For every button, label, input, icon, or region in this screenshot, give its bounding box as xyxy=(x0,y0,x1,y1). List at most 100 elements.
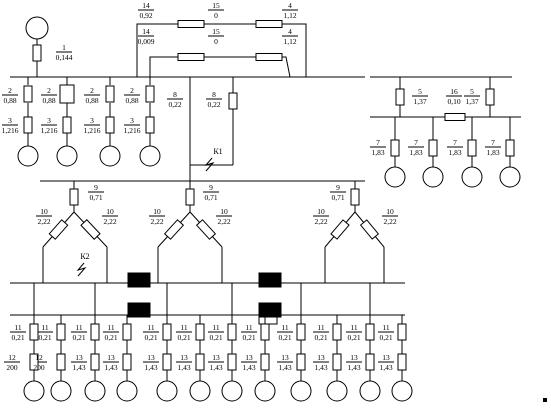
label-8-left-value: 0,22 xyxy=(168,100,181,109)
motor-feeder-9-label-13-value: 1,43 xyxy=(278,363,291,372)
motor-feeder-7-reactor-11 xyxy=(227,323,237,341)
label-15-lower-value: 0 xyxy=(214,37,218,46)
sectional-reactor-16 xyxy=(444,113,466,121)
transformer-9-3 xyxy=(350,188,360,206)
motor-feeder-8-label-11-value: 0,21 xyxy=(242,333,255,342)
motor-feeder-12-label-11-value: 0,21 xyxy=(379,333,392,342)
load-branch-2-label-2-number: 2 xyxy=(47,86,51,95)
right-motor-3-label-7-value: 1,83 xyxy=(448,148,461,157)
split-transformer-3-label-left-value: 2,22 xyxy=(314,217,327,226)
motor-feeder-11-label-13-value: 1,43 xyxy=(347,363,360,372)
label-14-upper-value: 0,92 xyxy=(139,11,152,20)
motor-feeder-12-label-11-number: 11 xyxy=(382,323,389,332)
load-branch-1-label-2-value: 0,88 xyxy=(3,96,16,105)
motor-feeder-2-label-12-number: 12 xyxy=(35,353,43,362)
load-branch-2-motor xyxy=(56,145,78,167)
split-transformer-1-label-right-number: 10 xyxy=(106,207,114,216)
label-4-lower-number: 4 xyxy=(288,27,292,36)
motor-feeder-4-motor-resistance xyxy=(122,353,132,371)
motor-feeder-2-label-12-value: 200 xyxy=(33,363,45,372)
label-5-right-value: 1,37 xyxy=(465,97,478,106)
label-4-lower-value: 1,12 xyxy=(283,37,296,46)
load-branch-4-label-2-value: 0,88 xyxy=(125,96,138,105)
load-branch-1-motor xyxy=(17,145,39,167)
right-motor-3 xyxy=(461,166,483,188)
parameter-labels: 140,9215041,12140,00915041,1210,14420,88… xyxy=(2,1,500,372)
label-5-left-number: 5 xyxy=(418,87,422,96)
generator-1-resistance xyxy=(32,44,42,62)
split-transformer-2-winding-left-lead xyxy=(180,211,191,223)
split-transformer-2-winding-left xyxy=(163,219,185,240)
generator-1-symbol xyxy=(25,16,49,40)
motor-feeder-3-motor xyxy=(84,380,106,402)
right-transformer-5a xyxy=(395,88,405,106)
label-9-1-number: 9 xyxy=(94,183,98,192)
label-15-upper-number: 15 xyxy=(212,1,220,10)
right-motor-4-label-7-number: 7 xyxy=(491,138,495,147)
tie-line-upper xyxy=(136,23,307,77)
motor-feeder-9-label-11-number: 11 xyxy=(281,323,288,332)
fault-k2-arrow xyxy=(76,262,87,277)
right-motor-4-resistance xyxy=(505,139,515,157)
motor-feeder-5-motor xyxy=(156,380,178,402)
tie-resistor-15-lower xyxy=(177,53,205,61)
label-4-upper-value: 1,12 xyxy=(283,11,296,20)
split-transformer-3-winding-left xyxy=(330,219,350,240)
motor-feeder-6-label-11-number: 11 xyxy=(180,323,187,332)
label-8-right-number: 8 xyxy=(212,90,216,99)
motor-feeder-10-label-11-number: 11 xyxy=(317,323,324,332)
split-transformer-2-label-right-value: 2,22 xyxy=(217,217,230,226)
motor-feeder-8-label-13-value: 1,43 xyxy=(242,363,255,372)
motor-feeder-12-motor-resistance xyxy=(397,353,407,371)
split-transformer-2-label-left-number: 10 xyxy=(153,207,161,216)
motor-feeder-7-label-11-value: 0,21 xyxy=(209,333,222,342)
split-transformer-3-winding-right-lead xyxy=(374,236,385,248)
motor-feeder-5-label-11-value: 0,21 xyxy=(144,333,157,342)
motor-feeder-12-label-13-number: 13 xyxy=(382,353,390,362)
motor-feeder-9-label-13-number: 13 xyxy=(281,353,289,362)
label-14-upper-number: 14 xyxy=(142,1,150,10)
load-branch-4-motor xyxy=(139,145,161,167)
motor-feeder-4-label-11-number: 11 xyxy=(107,323,114,332)
tie-resistor-4-upper xyxy=(255,20,283,28)
motor-feeder-6-motor-resistance xyxy=(195,353,205,371)
split-transformer-3-winding-right-lead xyxy=(354,211,365,223)
motor-feeder-8-reactor-11 xyxy=(260,323,270,341)
motor-feeder-1-reactor-11 xyxy=(29,323,39,341)
motor-feeder-11-motor-resistance xyxy=(365,353,375,371)
split-transformer-1-label-right-value: 2,22 xyxy=(103,217,116,226)
load-branch-3-motor-resistance xyxy=(105,116,115,134)
load-branch-1-transformer-resistance xyxy=(23,85,33,103)
split-transformer-1-winding-left-lead xyxy=(42,236,53,248)
load-branch-1-motor-resistance xyxy=(23,116,33,134)
motor-feeder-1-label-11-number: 11 xyxy=(14,323,21,332)
motor-feeder-12-motor xyxy=(391,380,413,402)
motor-feeder-4-motor xyxy=(116,380,138,402)
motor-feeder-5-label-11-number: 11 xyxy=(147,323,154,332)
fault-k1-label: К1 xyxy=(213,147,222,156)
split-transformer-3-label-right-number: 10 xyxy=(386,207,394,216)
fault-k2-label: К2 xyxy=(80,252,89,261)
motor-feeder-3-reactor-11 xyxy=(90,323,100,341)
motor-feeder-12-label-13-value: 1,43 xyxy=(379,363,392,372)
equipment xyxy=(17,16,547,402)
load-branch-2-label-3-value: 1,216 xyxy=(41,126,58,135)
motor-feeder-5-reactor-11 xyxy=(162,323,172,341)
label-9-1-value: 0,71 xyxy=(89,193,102,202)
label-9-3-value: 0,71 xyxy=(331,193,344,202)
right-motor-4-label-7-value: 1,83 xyxy=(486,148,499,157)
motor-feeder-10-motor xyxy=(326,380,348,402)
load-branch-1-label-2-number: 2 xyxy=(8,86,12,95)
label-16-value: 0,10 xyxy=(447,97,460,106)
label-9-3-number: 9 xyxy=(336,183,340,192)
motor-feeder-5-label-13-value: 1,43 xyxy=(144,363,157,372)
motor-feeder-8-label-13-number: 13 xyxy=(245,353,253,362)
fault-k1-arrow xyxy=(204,157,215,172)
split-transformer-1-label-left-number: 10 xyxy=(40,207,48,216)
motor-feeder-2-motor-resistance xyxy=(56,353,66,371)
split-transformer-1-label-left-value: 2,22 xyxy=(37,217,50,226)
motor-feeder-11-motor xyxy=(359,380,381,402)
split-transformer-3-winding-left-lead xyxy=(324,236,335,248)
motor-feeder-7-label-13-number: 13 xyxy=(212,353,220,362)
